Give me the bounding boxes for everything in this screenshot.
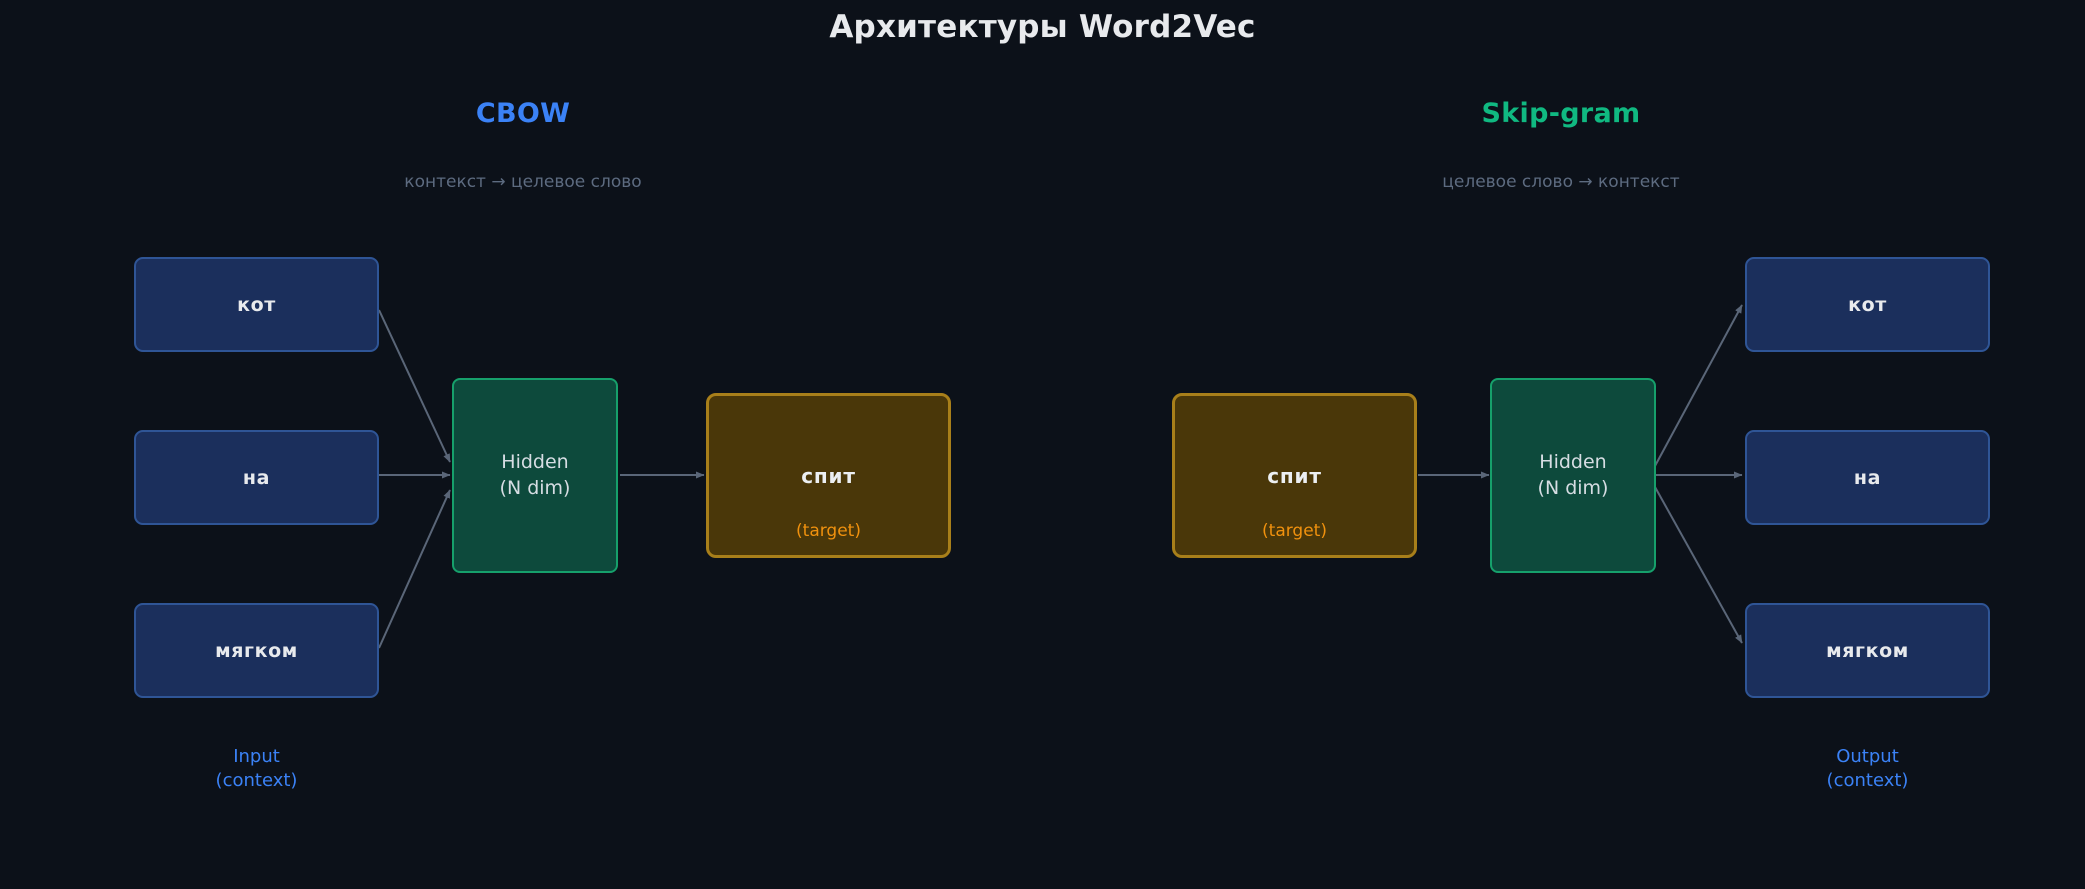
cbow-input-word-0[interactable]: кот [134, 257, 379, 352]
panel-title-skipgram: Skip-gram [1481, 98, 1641, 129]
node-label: спит [801, 463, 856, 488]
node-label: кот [237, 293, 276, 316]
skipgram-output-word-2[interactable]: мягком [1745, 603, 1990, 698]
node-label: мягком [1826, 639, 1909, 662]
node-label: спит [1267, 463, 1322, 488]
skipgram-hidden-layer[interactable]: Hidden (N dim) [1490, 378, 1656, 573]
hidden-line-2: (N dim) [499, 476, 571, 499]
caption-line-1: Output [1836, 746, 1899, 767]
cbow-input-word-1[interactable]: на [134, 430, 379, 525]
target-sublabel: (target) [796, 521, 861, 541]
panel-subtitle-skipgram: целевое слово → контекст [1442, 172, 1680, 192]
hidden-line-2: (N dim) [1537, 476, 1609, 499]
cbow-input-word-2[interactable]: мягком [134, 603, 379, 698]
hidden-line-1: Hidden [501, 451, 569, 474]
hidden-line-1: Hidden [1539, 451, 1607, 474]
page-title: Архитектуры Word2Vec [829, 9, 1256, 45]
cbow-target-word[interactable]: спит (target) [706, 393, 951, 558]
node-label: мягком [215, 639, 298, 662]
node-label: на [242, 466, 271, 489]
skipgram-output-word-1[interactable]: на [1745, 430, 1990, 525]
node-label: Hidden (N dim) [500, 450, 571, 500]
caption-line-2: (context) [215, 770, 298, 792]
panel-subtitle-cbow: контекст → целевое слово [404, 172, 642, 192]
caption-line-2: (context) [1826, 770, 1909, 792]
cbow-hidden-layer[interactable]: Hidden (N dim) [452, 378, 618, 573]
skipgram-output-word-0[interactable]: кот [1745, 257, 1990, 352]
target-sublabel: (target) [1262, 521, 1327, 541]
caption-line-1: Input [233, 746, 280, 767]
panel-title-cbow: CBOW [475, 98, 571, 129]
cbow-column-caption: Input (context) [134, 745, 379, 794]
node-label: на [1853, 466, 1882, 489]
skipgram-column-caption: Output (context) [1745, 745, 1990, 794]
node-label: кот [1848, 293, 1887, 316]
skipgram-target-word[interactable]: спит (target) [1172, 393, 1417, 558]
skipgram-output-edges [1654, 304, 1743, 644]
node-label: Hidden (N dim) [1538, 450, 1609, 500]
cbow-input-edges [378, 309, 451, 649]
